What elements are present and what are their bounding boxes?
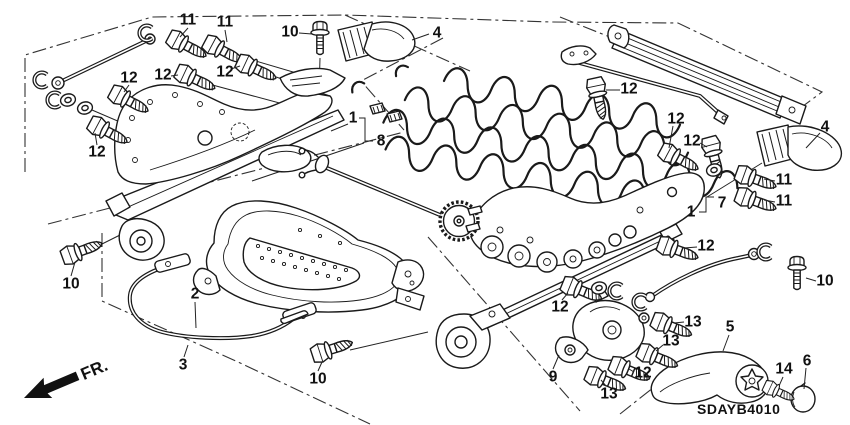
callout-leader-13-29 — [600, 379, 607, 387]
right-frame-assembly — [435, 172, 705, 369]
callout-brackets — [359, 117, 714, 213]
bolt-10-right — [787, 255, 807, 291]
release-lever — [650, 351, 769, 405]
callout-leader-3-22 — [183, 344, 189, 358]
callout-13-27: 13 — [662, 333, 680, 350]
callout-6-32: 6 — [803, 353, 812, 370]
clip-12-i — [607, 281, 624, 301]
callout-leader-11-0 — [179, 27, 189, 38]
front-direction-label: FR. — [78, 356, 111, 384]
track-end-cover-right — [756, 124, 843, 171]
callout-leader-11-1 — [224, 29, 228, 43]
snap-ring-d — [756, 242, 773, 262]
pan-hole-pattern — [255, 227, 349, 282]
callout-leader-14-31 — [778, 376, 784, 387]
upper-slide-rail — [607, 24, 807, 125]
callout-1-8: 1 — [349, 110, 358, 127]
callout-11-0: 11 — [180, 12, 197, 29]
callout-13-26: 13 — [684, 314, 702, 331]
callout-8-9: 8 — [377, 133, 386, 150]
snap-ring-e — [631, 292, 648, 312]
left-frame-assembly — [105, 67, 403, 261]
seat-cushion-pan — [192, 200, 425, 313]
callout-1-17: 1 — [687, 204, 696, 221]
callout-12-5: 12 — [154, 67, 171, 84]
washer-arm-b — [75, 99, 95, 117]
callout-leader-12-4 — [123, 84, 130, 93]
callout-12-12: 12 — [683, 133, 700, 150]
callout-11-1: 11 — [217, 14, 234, 31]
latch-assembly — [554, 283, 650, 364]
callout-leader-11-15 — [763, 199, 776, 203]
callout-leader-12-24 — [561, 292, 569, 301]
bolt-10-left — [58, 233, 106, 268]
callout-leader-6-32 — [803, 367, 807, 390]
callout-9-25: 9 — [549, 369, 558, 386]
snap-ring-c — [45, 90, 62, 110]
washer-arm-a — [58, 91, 78, 109]
callout-leader-10-20 — [70, 261, 76, 277]
callout-10-23: 10 — [309, 371, 326, 388]
snap-ring-a — [32, 70, 49, 90]
bolt-12-c — [233, 51, 281, 88]
callout-11-14: 11 — [776, 172, 793, 189]
lever-cap — [790, 382, 816, 413]
stabilizer-rod — [560, 45, 729, 125]
callout-12-11: 12 — [667, 111, 684, 128]
callout-leader-5-30 — [722, 334, 730, 352]
callout-12-28: 12 — [634, 365, 651, 382]
callout-10-20: 10 — [62, 276, 79, 293]
callout-12-10: 12 — [620, 81, 637, 98]
callout-leader-13-27 — [655, 344, 664, 352]
callout-leader-12-12 — [699, 142, 708, 148]
bolt-10-bottom — [308, 332, 356, 366]
callout-4-13: 4 — [821, 119, 830, 136]
callout-12-6: 12 — [216, 64, 233, 81]
front-direction-arrow: FR. — [24, 356, 111, 398]
callout-leader-10-2 — [298, 32, 313, 35]
callout-12-24: 12 — [551, 299, 568, 316]
callout-leader-4-13 — [805, 132, 821, 149]
callout-leader-12-28 — [628, 368, 635, 373]
callout-12-18: 12 — [697, 238, 714, 255]
callout-4-3: 4 — [433, 25, 442, 42]
callout-3-22: 3 — [179, 357, 188, 374]
callout-leader-12-18 — [683, 246, 698, 249]
callout-leader-12-6 — [230, 65, 241, 70]
callout-leader-12-5 — [170, 74, 179, 77]
callout-leader-12-11 — [668, 125, 674, 149]
callout-10-2: 10 — [281, 24, 298, 41]
diagram-code: SDAYB4010 — [697, 401, 780, 417]
callout-leader-12-7 — [94, 132, 98, 146]
link-arm-upper-left — [51, 33, 156, 90]
bolt-12-h — [654, 233, 702, 268]
callout-leader-11-14 — [763, 178, 776, 182]
callout-leader-4-3 — [411, 33, 430, 41]
callout-leader-2-21 — [194, 301, 197, 329]
callout-5-30: 5 — [726, 319, 735, 336]
callout-14-31: 14 — [775, 361, 793, 378]
callout-leader-10-19 — [805, 277, 817, 282]
callout-12-7: 12 — [88, 144, 105, 161]
callout-leader-9-25 — [552, 354, 560, 370]
callout-leader-13-26 — [673, 321, 685, 324]
link-arm-lower-right — [644, 247, 761, 303]
callout-10-19: 10 — [816, 273, 833, 290]
seat-wire-frame-part2 — [127, 253, 317, 341]
torsion-rod — [298, 147, 454, 222]
callout-2-21: 2 — [191, 286, 200, 303]
callout-13-29: 13 — [600, 386, 618, 403]
callout-12-4: 12 — [120, 70, 137, 87]
callout-7-16: 7 — [718, 195, 727, 212]
callout-11-15: 11 — [776, 193, 793, 210]
track-end-cover-left — [337, 21, 416, 62]
callout-leader-10-23 — [317, 361, 323, 372]
bolt-10-top — [310, 20, 330, 56]
